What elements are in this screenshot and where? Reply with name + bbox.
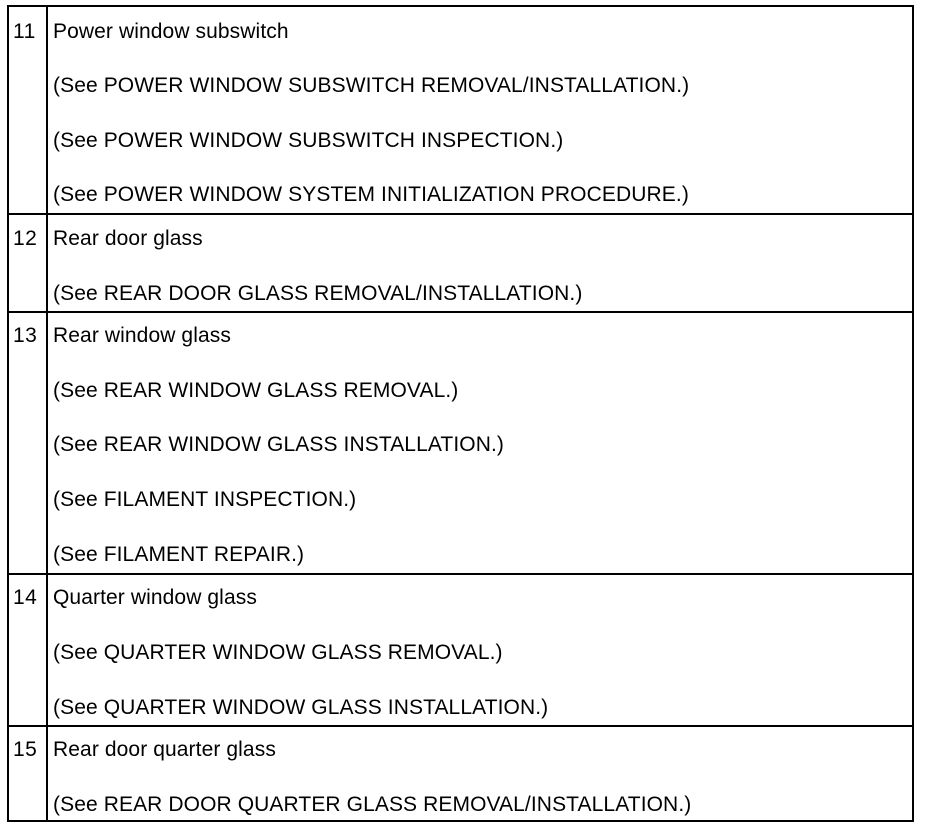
row-14-title: Quarter window glass xyxy=(53,586,257,609)
parts-table: 11 Power window subswitch (See POWER WIN… xyxy=(7,5,914,822)
row-14-ref-removal[interactable]: (See QUARTER WINDOW GLASS REMOVAL.) xyxy=(53,641,503,664)
row-15-ref-removal-installation[interactable]: (See REAR DOOR QUARTER GLASS REMOVAL/INS… xyxy=(53,793,692,816)
row-14-number: 14 xyxy=(13,586,38,609)
row-11-ref-removal-installation[interactable]: (See POWER WINDOW SUBSWITCH REMOVAL/INST… xyxy=(53,74,690,97)
row-12-ref-removal-installation[interactable]: (See REAR DOOR GLASS REMOVAL/INSTALLATIO… xyxy=(53,282,583,305)
row-13-ref-filament-repair[interactable]: (See FILAMENT REPAIR.) xyxy=(53,543,305,566)
row-11-ref-initialization[interactable]: (See POWER WINDOW SYSTEM INITIALIZATION … xyxy=(53,183,689,206)
row-13-number: 13 xyxy=(13,324,38,347)
row-12-number: 12 xyxy=(13,227,38,250)
row-divider xyxy=(9,213,912,215)
row-divider xyxy=(9,725,912,727)
row-13-ref-installation[interactable]: (See REAR WINDOW GLASS INSTALLATION.) xyxy=(53,433,504,456)
row-13-title: Rear window glass xyxy=(53,324,231,347)
row-13-ref-removal[interactable]: (See REAR WINDOW GLASS REMOVAL.) xyxy=(53,379,459,402)
row-11-ref-inspection[interactable]: (See POWER WINDOW SUBSWITCH INSPECTION.) xyxy=(53,129,564,152)
row-11-title: Power window subswitch xyxy=(53,20,289,43)
row-12-title: Rear door glass xyxy=(53,227,203,250)
row-13-ref-filament-inspection[interactable]: (See FILAMENT INSPECTION.) xyxy=(53,488,357,511)
row-divider xyxy=(9,573,912,575)
row-divider xyxy=(9,311,912,313)
row-11-number: 11 xyxy=(13,20,36,43)
row-15-title: Rear door quarter glass xyxy=(53,738,276,761)
row-15-number: 15 xyxy=(13,738,38,761)
column-divider xyxy=(46,7,48,820)
row-14-ref-installation[interactable]: (See QUARTER WINDOW GLASS INSTALLATION.) xyxy=(53,696,549,719)
